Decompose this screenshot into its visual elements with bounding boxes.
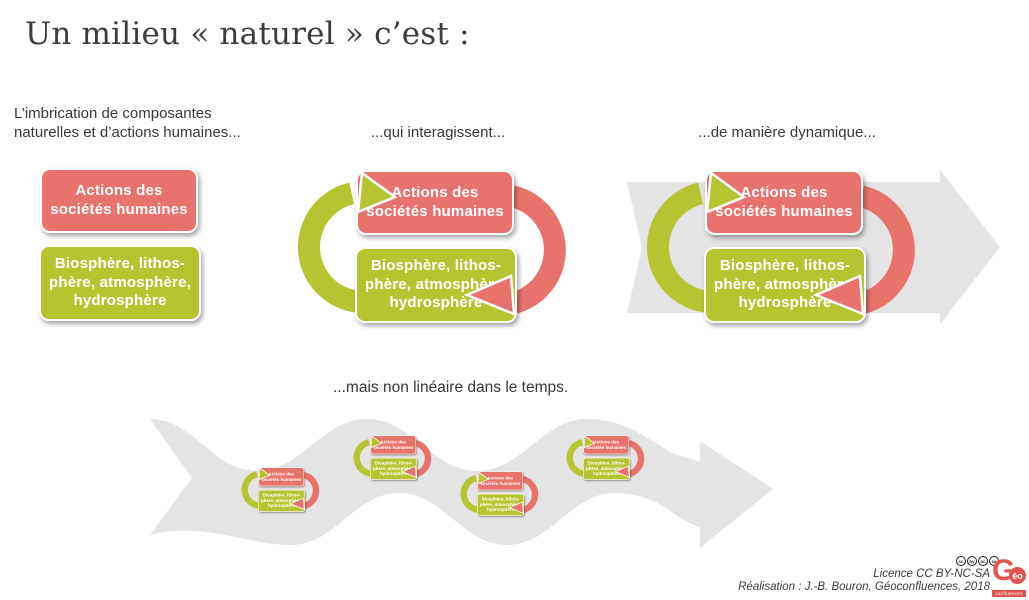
human-actions-box: Actions des sociétés humaines [258,467,305,487]
red-arrowhead-icon [289,497,305,510]
cc-icon: cc [956,556,966,566]
caption-imbrication: L’imbrication de composantes naturelles … [14,105,241,141]
cycle-arrowheads [477,471,524,514]
geoconfluences-logo: G éo confluences [992,554,1026,597]
human-to-nature-arc [846,185,915,316]
green-arrowhead-icon [583,435,596,449]
red-arrowhead-icon [812,274,865,316]
human-actions-box: Actions des sociétés humaines [705,170,863,235]
caption-dynamique: ...de manière dynamique... [698,124,876,141]
green-arrowhead-icon [356,170,398,214]
red-arrowhead-icon [401,465,417,478]
human-actions-label: Actions des sociétés humaines [373,439,414,450]
timeline-cycle-3: Actions des sociétés humaines Biosphère,… [460,470,540,518]
human-to-nature-arc [624,439,645,478]
cycle-arrowheads [356,170,516,316]
cycle-arrowheads [583,435,630,478]
cc-license-icons: cc by nc sa [956,556,999,566]
green-arrowhead-icon [370,435,383,449]
dynamic-cycle-diagram: Actions des sociétés humaines Biosphère,… [646,165,922,330]
human-actions-box: Actions des sociétés humaines [40,168,198,233]
cycle-arrowheads [705,170,865,316]
human-actions-box: Actions des sociétés humaines [583,435,630,455]
green-arrowhead-icon [258,467,271,481]
biosphere-label: Biosphère, lithos- phère, atmosphère, hy… [479,496,522,513]
human-to-nature-arc [299,471,320,510]
biosphere-box: Biosphère, lithos- phère, atmosphère, hy… [355,247,517,323]
green-arrowhead-icon [705,170,747,214]
green-arrowhead-icon [477,471,490,485]
human-to-nature-arc [411,439,432,478]
page-title: Un milieu « naturel » c’est : [25,16,470,52]
biosphere-box: Biosphère, lithos- phère, atmosphère, hy… [477,493,525,516]
biosphere-box: Biosphère, lithos- phère, atmosphère, hy… [39,245,201,321]
biosphere-label: Biosphère, lithos- phère, atmosphère, hy… [260,492,303,509]
cycle-arrowheads [370,435,417,478]
human-actions-box: Actions des sociétés humaines [370,435,417,455]
cycle-arrowheads [258,467,305,510]
red-arrowhead-icon [614,465,630,478]
biosphere-box: Biosphère, lithos- phère, atmosphère, hy… [583,457,631,480]
biosphere-label: Biosphère, lithos- phère, atmosphère, hy… [714,256,856,312]
biosphere-label: Biosphère, lithos- phère, atmosphère, hy… [49,254,191,310]
red-arrowhead-icon [463,274,516,316]
timeline-cycle-1: Actions des sociétés humaines Biosphère,… [241,466,321,514]
components-diagram: Actions des sociétés humaines Biosphère,… [0,163,257,328]
caption-non-lineaire: ...mais non linéaire dans le temps. [333,379,569,396]
logo-confluences-band: confluences [992,590,1026,597]
human-actions-label: Actions des sociétés humaines [366,183,504,220]
human-to-nature-arc [518,475,539,514]
license-text: Licence CC BY-NC-SA [873,568,990,580]
cc-by-icon: by [967,556,977,566]
interaction-cycle-diagram: Actions des sociétés humaines Biosphère,… [297,165,573,330]
human-actions-label: Actions des sociétés humaines [480,475,521,486]
biosphere-box: Biosphère, lithos- phère, atmosphère, hy… [258,489,306,512]
biosphere-label: Biosphère, lithos- phère, atmosphère, hy… [372,460,415,477]
human-actions-label: Actions des sociétés humaines [715,183,853,220]
timeline-cycle-4: Actions des sociétés humaines Biosphère,… [566,434,646,482]
credit-text: Réalisation : J.-B. Bouron, Géoconfluenc… [738,581,990,593]
human-actions-label: Actions des sociétés humaines [261,471,302,482]
cc-sa-icon: sa [989,556,999,566]
human-actions-label: Actions des sociétés humaines [50,181,188,218]
human-actions-box: Actions des sociétés humaines [477,471,524,491]
logo-eo-badge: éo [1009,567,1026,584]
caption-interagissent: ...qui interagissent... [370,124,506,141]
biosphere-label: Biosphère, lithos- phère, atmosphère, hy… [585,460,628,477]
biosphere-box: Biosphère, lithos- phère, atmosphère, hy… [370,457,418,480]
human-to-nature-arc [497,185,566,316]
cc-nc-icon: nc [978,556,988,566]
human-actions-label: Actions des sociétés humaines [586,439,627,450]
biosphere-box: Biosphère, lithos- phère, atmosphère, hy… [704,247,866,323]
red-arrowhead-icon [508,501,524,514]
timeline-cycle-2: Actions des sociétés humaines Biosphère,… [353,434,433,482]
